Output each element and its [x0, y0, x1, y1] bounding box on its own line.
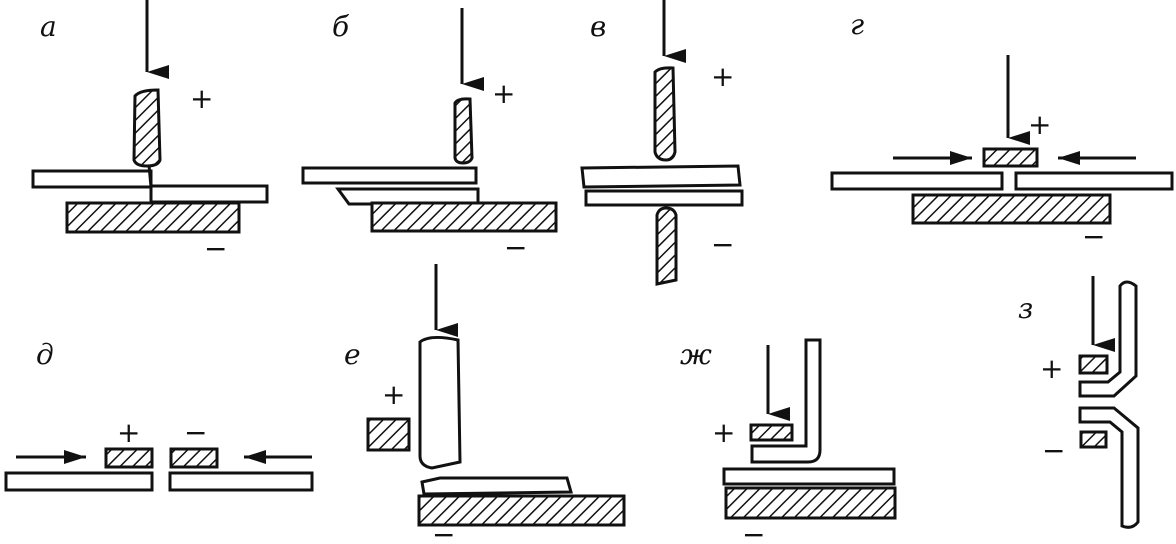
lower-electrode: [655, 206, 678, 286]
panel-d-label: д: [36, 338, 54, 371]
left-sheet: [31, 169, 153, 189]
panel-v: в + −: [580, 0, 744, 286]
panel-e: е + −: [344, 264, 626, 544]
bent-sheet: [750, 338, 822, 464]
upper-bent-sheet: [1078, 280, 1138, 398]
lower-bent-sheet: [1078, 406, 1140, 529]
panel-b-plus: +: [492, 77, 515, 110]
panel-g-minus: −: [1082, 220, 1105, 253]
panel-b-minus: −: [504, 231, 527, 264]
panel-e-label: е: [344, 338, 361, 371]
panel-z-minus: −: [1042, 434, 1065, 467]
lower-electrode-plate: [724, 486, 897, 520]
panel-z-plus: +: [1040, 352, 1063, 385]
panel-a-minus: −: [204, 232, 227, 265]
lower-electrode: [1079, 430, 1108, 449]
side-electrode: [366, 417, 411, 452]
upper-sheet: [420, 476, 573, 496]
lower-sheet: [722, 467, 896, 486]
left-sheet: [830, 171, 1004, 191]
upper-electrode: [453, 97, 474, 165]
panel-g: г + −: [830, 8, 1174, 253]
panel-zh: ж + −: [680, 338, 897, 544]
upper-electrode-block: [418, 335, 462, 470]
panel-g-plus: +: [1028, 108, 1051, 141]
panel-d-minus: −: [184, 416, 207, 449]
lower-electrode-plate: [911, 193, 1112, 225]
panel-zh-label: ж: [680, 338, 712, 371]
panel-a-plus: +: [190, 82, 213, 115]
panel-e-minus: −: [432, 518, 455, 544]
lower-sheet: [584, 189, 744, 207]
panel-zh-minus: −: [742, 518, 765, 544]
panel-a: а + −: [31, 0, 269, 265]
right-sheet: [149, 184, 269, 204]
panel-e-plus: +: [382, 378, 405, 411]
panel-z: з + −: [1018, 276, 1140, 529]
panel-d-plus: +: [117, 416, 140, 449]
panel-zh-plus: +: [712, 416, 735, 449]
panel-v-label: в: [590, 10, 606, 43]
panel-z-label: з: [1018, 292, 1033, 325]
left-electrode: [104, 447, 154, 469]
upper-electrode: [1078, 354, 1109, 375]
upper-electrode: [132, 88, 162, 168]
panel-b: б + −: [301, 8, 558, 264]
right-sheet: [1014, 171, 1174, 191]
left-sheet: [4, 471, 154, 492]
upper-sheet: [301, 166, 478, 185]
lower-electrode-plate: [417, 494, 626, 527]
upper-electrode: [653, 66, 677, 162]
contact-weld: [147, 164, 153, 188]
right-sheet: [168, 471, 314, 492]
panel-v-plus: +: [711, 60, 734, 93]
upper-sheet: [580, 164, 742, 189]
upper-electrode: [749, 423, 794, 442]
panel-d: д + −: [4, 338, 314, 492]
lower-electrode-plate: [65, 201, 241, 234]
panel-b-label: б: [332, 10, 350, 43]
panel-a-label: а: [40, 10, 57, 43]
lower-electrode-plate: [370, 201, 558, 233]
right-electrode: [169, 447, 219, 469]
panel-v-minus: −: [711, 228, 734, 261]
upper-electrode: [982, 147, 1039, 168]
panel-g-label: г: [850, 8, 864, 41]
